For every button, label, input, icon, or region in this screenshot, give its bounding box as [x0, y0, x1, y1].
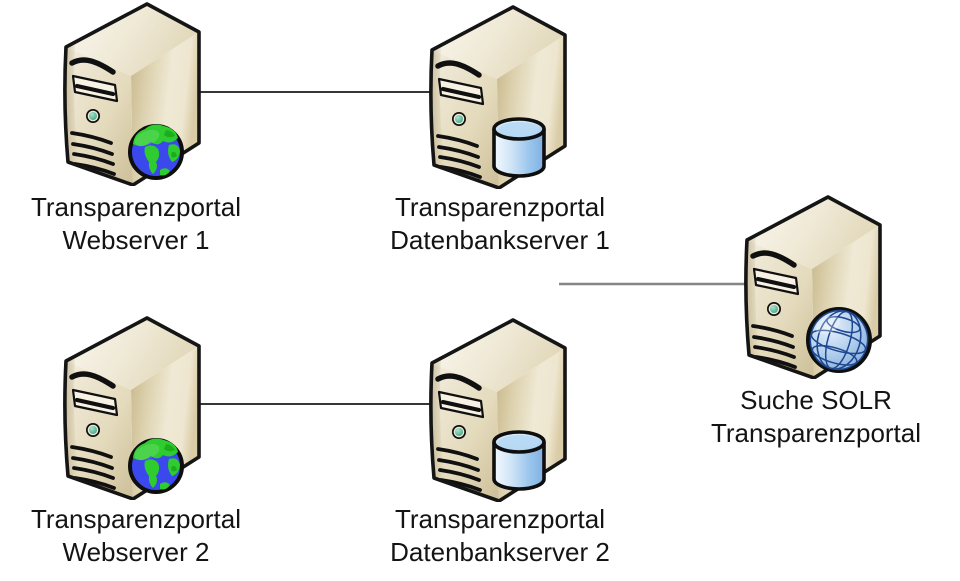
label-line: Datenbankserver 2 — [390, 537, 610, 567]
label-dbserver-2: Transparenzportal Datenbankserver 2 — [350, 503, 650, 569]
node-webserver-1 — [63, 2, 203, 186]
node-solr — [744, 195, 884, 379]
label-line: Webserver 1 — [62, 225, 210, 255]
label-webserver-1: Transparenzportal Webserver 1 — [0, 191, 286, 257]
server-tower-icon — [63, 2, 203, 186]
label-line: Webserver 2 — [62, 537, 210, 567]
label-webserver-2: Transparenzportal Webserver 2 — [0, 503, 286, 569]
server-tower-icon — [744, 195, 884, 379]
label-line: Suche SOLR — [740, 385, 892, 415]
label-dbserver-1: Transparenzportal Datenbankserver 1 — [350, 191, 650, 257]
label-line: Transparenzportal — [710, 418, 922, 448]
label-solr: Suche SOLR Transparenzportal — [666, 384, 960, 450]
server-tower-icon — [63, 316, 203, 500]
label-line: Transparenzportal — [394, 504, 606, 534]
label-line: Transparenzportal — [30, 504, 242, 534]
node-webserver-2 — [63, 316, 203, 500]
database-icon — [492, 430, 546, 491]
label-line: Transparenzportal — [394, 192, 606, 222]
node-dbserver-2 — [429, 318, 569, 502]
label-line: Transparenzportal — [30, 192, 242, 222]
server-tower-icon — [429, 318, 569, 502]
server-tower-icon — [429, 5, 569, 189]
globe-icon — [128, 436, 184, 494]
label-line: Datenbankserver 1 — [390, 225, 610, 255]
node-dbserver-1 — [429, 5, 569, 189]
globe-icon — [128, 122, 184, 180]
database-icon — [492, 117, 546, 178]
